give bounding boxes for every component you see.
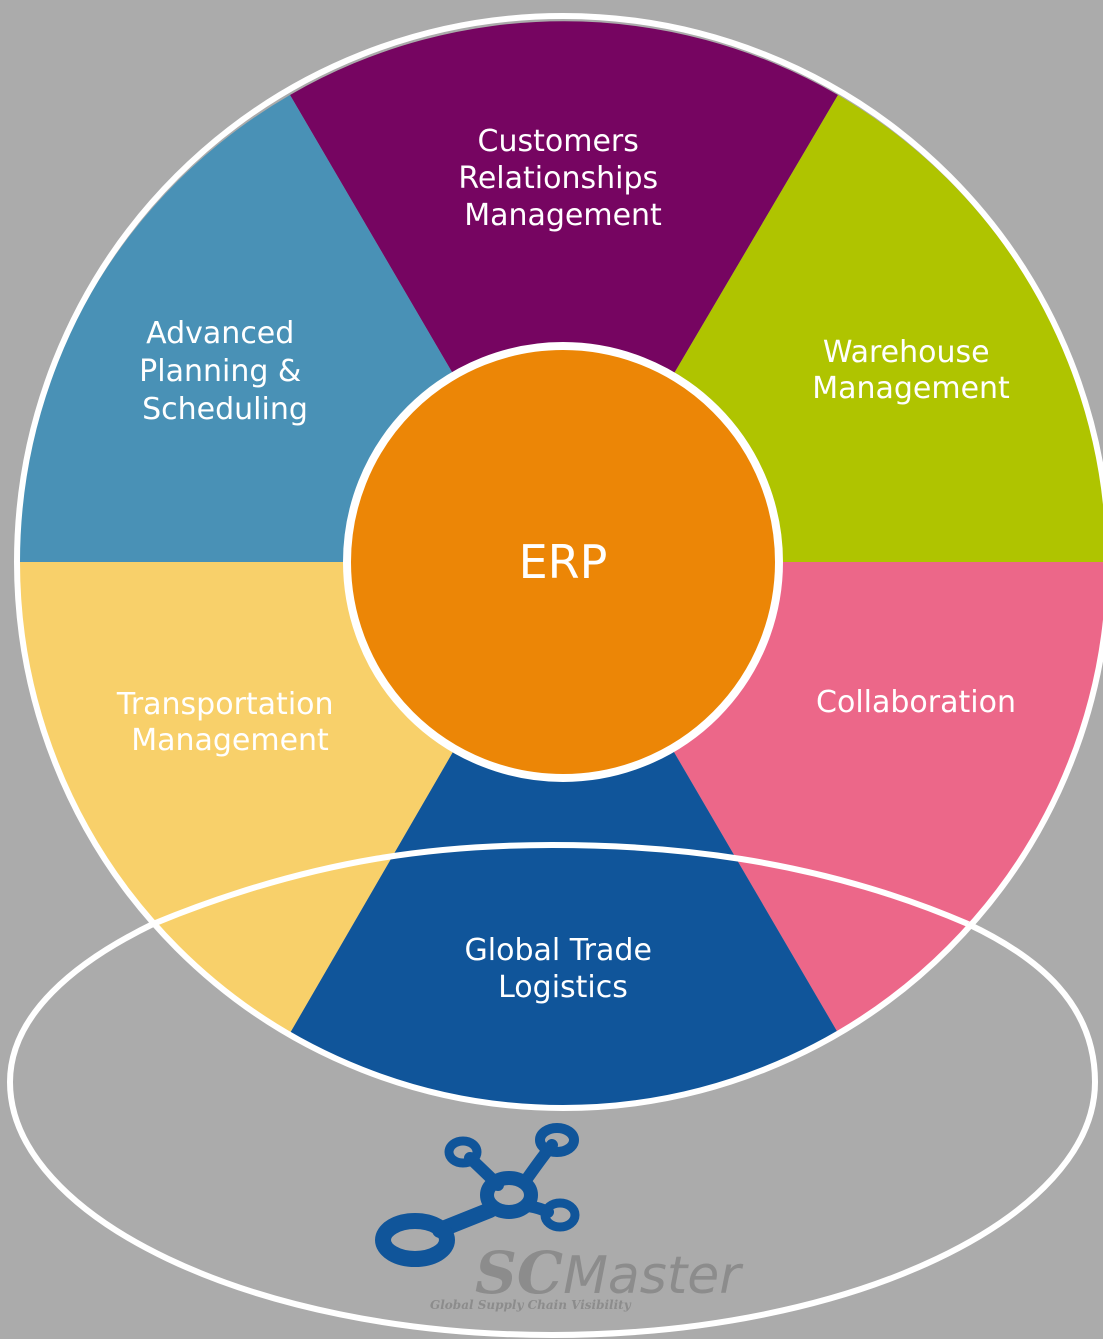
segment-global-trade — [290, 562, 838, 1107]
erp-center-label: ERP — [519, 535, 608, 589]
logo-brand-bold: SC — [475, 1239, 563, 1307]
logo-brand-light: Master — [563, 1246, 744, 1306]
segment-label-crm: Customers Relationships Management — [458, 124, 667, 233]
segment-label-warehouse: Warehouse Management — [812, 335, 1010, 406]
wheel-outline — [14, 13, 1103, 1111]
visibility-ellipse-front-arc — [151, 841, 970, 927]
scmaster-network-icon — [375, 1123, 580, 1267]
segment-label-collaboration: Collaboration — [816, 685, 1016, 720]
logo-tagline: Global Supply Chain Visibility — [430, 1298, 632, 1312]
segment-label-advanced-planning: Advanced Planning & Scheduling — [139, 316, 311, 427]
segment-label-global-trade: Global Trade Logistics — [465, 933, 662, 1005]
scmaster-logo: SCMaster Global Supply Chain Visibility — [375, 1123, 744, 1312]
segment-label-transportation: Transportation Management — [116, 687, 343, 758]
erp-center-circle — [343, 342, 783, 782]
visibility-ellipse — [6, 921, 1099, 1339]
segment-crm — [290, 21, 838, 562]
logo-wordmark: SCMaster — [475, 1239, 744, 1307]
